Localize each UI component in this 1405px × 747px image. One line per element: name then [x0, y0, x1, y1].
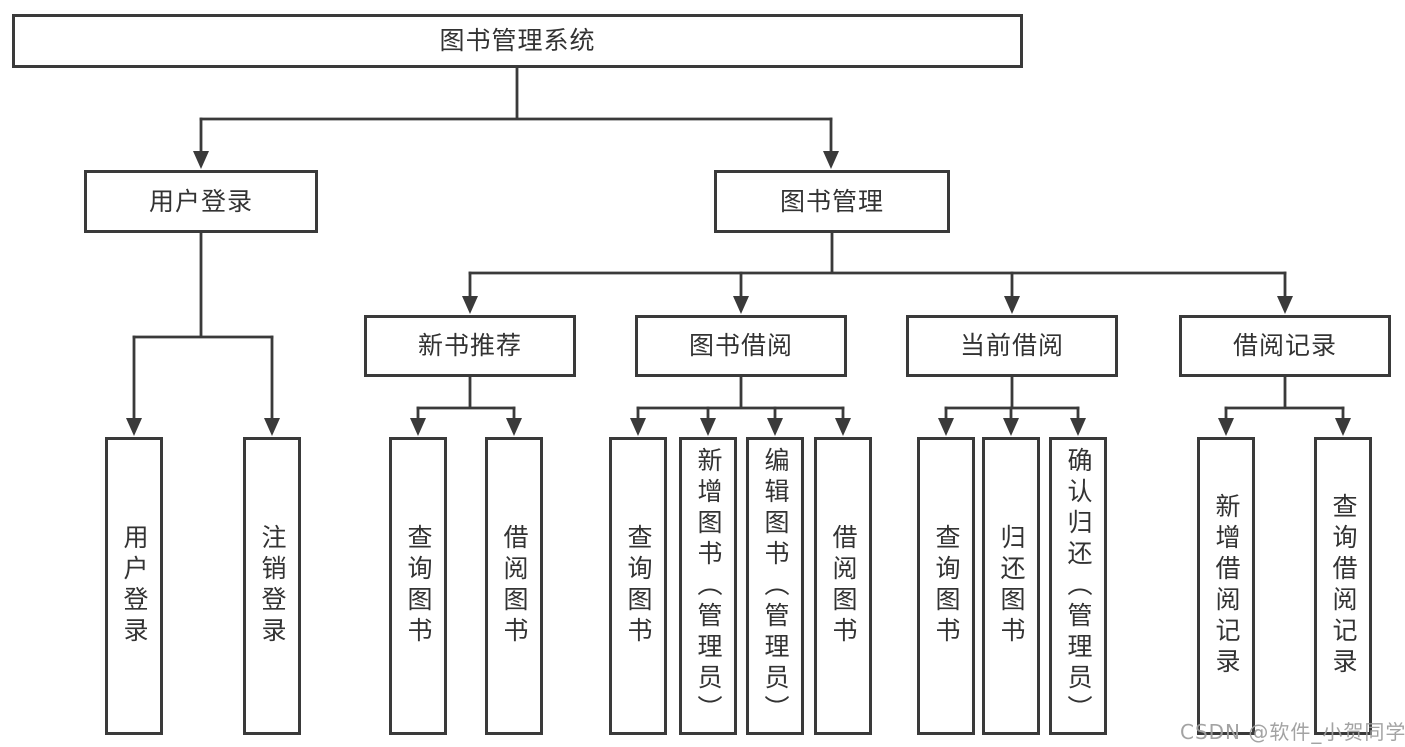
node-current-borrow: 当前借阅	[906, 315, 1118, 377]
leaf-bb-add-book-admin: 新增图书（管理员）	[679, 437, 737, 735]
watermark: CSDN @软件_小贺同学	[1180, 720, 1405, 744]
leaf-cb-confirm-return-admin: 确认归还（管理员）	[1049, 437, 1107, 735]
leaf-br-query-record: 查询借阅记录	[1314, 437, 1372, 735]
leaf-nb-borrow-book: 借阅图书	[485, 437, 543, 735]
leaf-logout: 注销登录	[243, 437, 301, 735]
leaf-nb-query-book: 查询图书	[389, 437, 447, 735]
leaf-br-add-record: 新增借阅记录	[1197, 437, 1255, 735]
node-borrow-records: 借阅记录	[1179, 315, 1391, 377]
leaf-cb-query-book: 查询图书	[917, 437, 975, 735]
node-root: 图书管理系统	[12, 14, 1023, 68]
leaf-cb-return-book: 归还图书	[982, 437, 1040, 735]
leaf-user-login: 用户登录	[105, 437, 163, 735]
leaf-bb-query-book: 查询图书	[609, 437, 667, 735]
node-book-management: 图书管理	[714, 170, 950, 233]
node-new-book-recommend: 新书推荐	[364, 315, 576, 377]
node-user-login: 用户登录	[84, 170, 318, 233]
leaf-bb-borrow-book: 借阅图书	[814, 437, 872, 735]
node-book-borrow: 图书借阅	[635, 315, 847, 377]
leaf-bb-edit-book-admin: 编辑图书（管理员）	[746, 437, 804, 735]
